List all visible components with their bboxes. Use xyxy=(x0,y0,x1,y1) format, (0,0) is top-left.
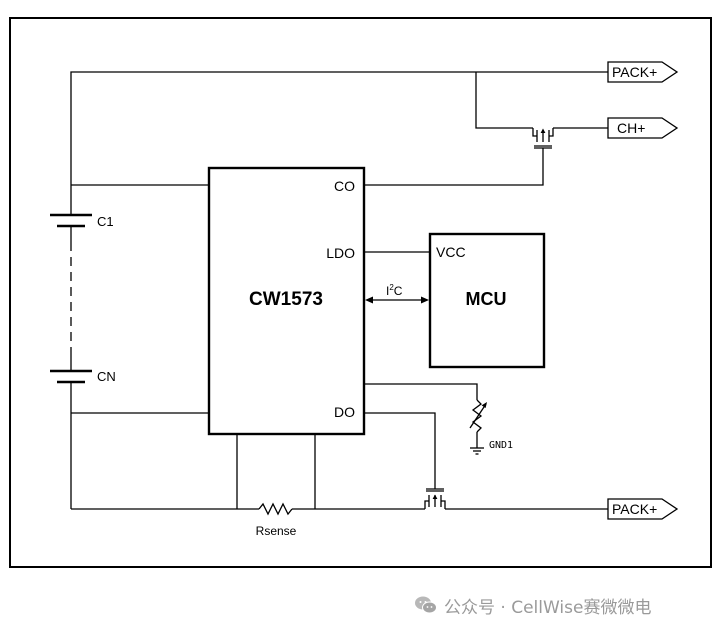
charge-branch-wire xyxy=(475,72,533,129)
pin-do-label: DO xyxy=(334,404,355,420)
pack-plus-top-label: PACK+ xyxy=(612,64,657,80)
charge-mosfet xyxy=(532,128,554,149)
ch-plus-label: CH+ xyxy=(617,120,645,136)
cell-cn-label: CN xyxy=(97,369,116,384)
thermistor xyxy=(471,399,483,433)
pin-co-label: CO xyxy=(334,178,355,194)
co-gate-wire xyxy=(364,148,544,186)
watermark: 公众号 · CellWise赛微微电 xyxy=(414,592,651,618)
i2c-arrow-left xyxy=(365,296,373,304)
watermark-text: 公众号 · CellWise赛微微电 xyxy=(444,597,652,618)
pack-plus-bottom-connector xyxy=(607,498,679,520)
mcu-box xyxy=(428,232,546,369)
i2c-arrow-right xyxy=(421,296,429,304)
rsense-label: Rsense xyxy=(256,524,297,538)
i2c-bus-label: I2C xyxy=(386,283,403,298)
mcu-label: MCU xyxy=(466,289,507,309)
rsense-resistor xyxy=(258,502,293,516)
do-gate-wire xyxy=(364,412,436,489)
thermistor-wire xyxy=(364,383,478,400)
pin-ldo-label: LDO xyxy=(326,245,355,261)
chip-label: CW1573 xyxy=(249,289,323,310)
wechat-icon xyxy=(415,596,437,614)
battery-cell-cn xyxy=(50,352,92,509)
discharge-mosfet xyxy=(424,488,446,509)
thermistor-arrow xyxy=(481,402,487,408)
ground-symbol xyxy=(470,447,484,455)
pin-vcc-label: VCC xyxy=(436,244,466,260)
top-rail xyxy=(70,71,608,185)
cw1573-chip xyxy=(207,166,366,436)
cell-c1-label: C1 xyxy=(97,214,114,229)
battery-cell-c1 xyxy=(50,185,92,242)
ch-plus-connector xyxy=(607,117,679,139)
outer-frame xyxy=(9,17,712,568)
thermistor-slash xyxy=(469,403,487,429)
gnd1-label: GND1 xyxy=(489,440,513,451)
pack-plus-top-connector xyxy=(607,61,679,83)
pack-plus-bottom-label: PACK+ xyxy=(612,501,657,517)
